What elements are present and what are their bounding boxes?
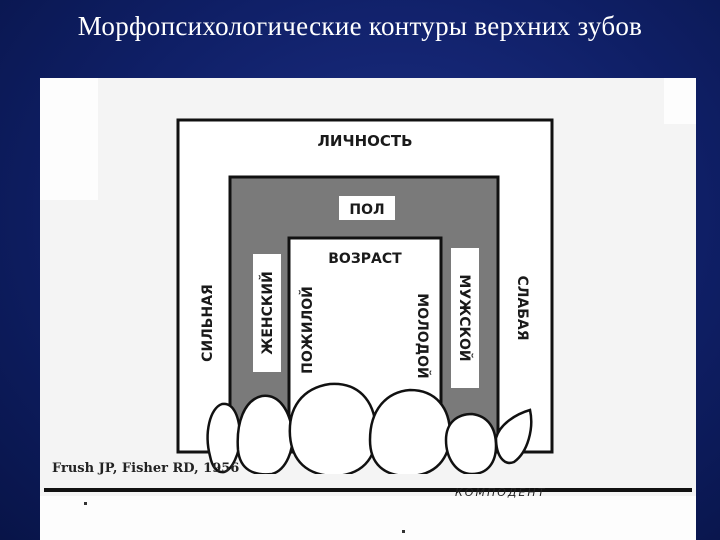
label-elderly: ПОЖИЛОЙ xyxy=(299,286,316,374)
label-personality: ЛИЧНОСТЬ xyxy=(317,132,412,150)
figure-credit: Frush JP, Fisher RD, 1956 xyxy=(52,461,239,476)
tooth-canine-left xyxy=(238,396,293,475)
tooth-central-left xyxy=(290,384,376,476)
scan-bottom xyxy=(40,496,696,540)
brand-label: КОМПОДЕНТ xyxy=(455,486,546,499)
label-sex: ПОЛ xyxy=(349,202,384,218)
slide-title: Морфопсихологические контуры верхних зуб… xyxy=(0,6,720,46)
scan-dot xyxy=(84,502,87,505)
tooth-central-right xyxy=(370,390,450,476)
tooth-lateral-right xyxy=(446,414,496,474)
label-female: ЖЕНСКИЙ xyxy=(259,271,276,355)
label-strong: СИЛЬНАЯ xyxy=(200,284,216,362)
scanned-figure: ЛИЧНОСТЬ ПОЛ ВОЗРАСТ СИЛЬНАЯ СЛАБАЯ ЖЕНС… xyxy=(40,78,696,540)
label-young: МОЛОДОЙ xyxy=(414,293,431,378)
label-age: ВОЗРАСТ xyxy=(328,251,402,267)
gum-area xyxy=(40,474,696,496)
label-weak: СЛАБАЯ xyxy=(514,275,530,340)
scan-dot xyxy=(402,530,405,533)
label-male: МУЖСКОЙ xyxy=(456,274,473,361)
baseline-bar xyxy=(44,488,692,492)
